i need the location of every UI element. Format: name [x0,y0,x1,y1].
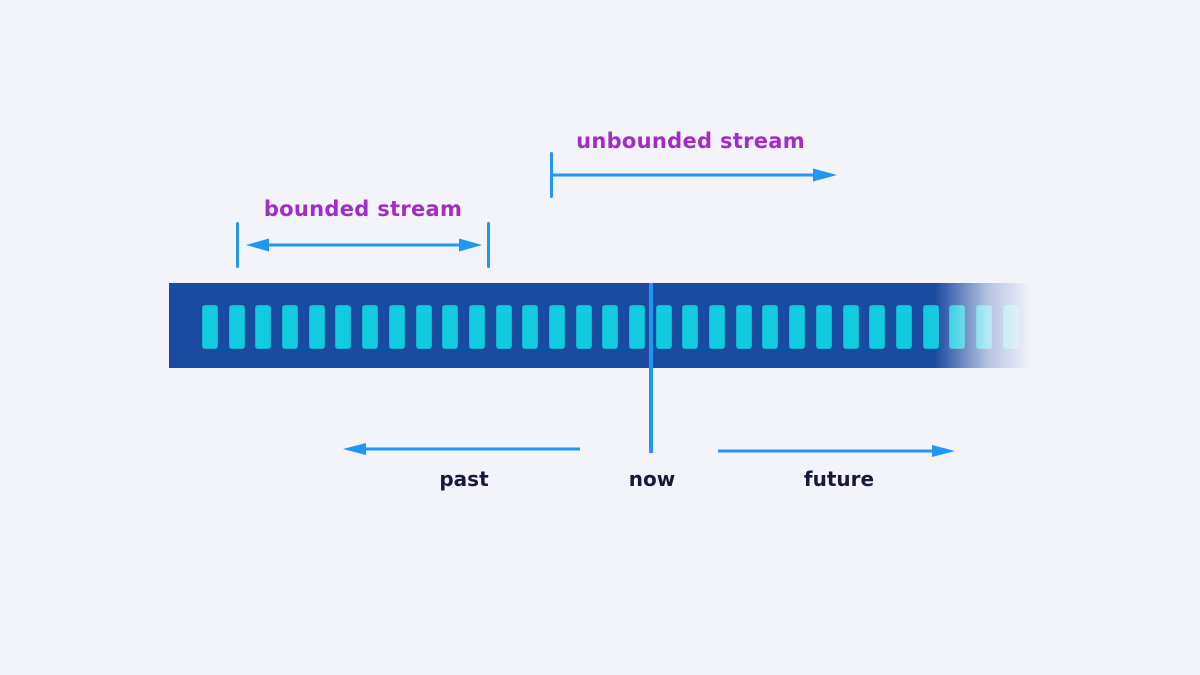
event-block [682,305,699,349]
now-marker-line [649,283,653,453]
now-label: now [628,467,676,491]
unbounded-start-tick [550,152,553,198]
event-block [789,305,806,349]
event-block [602,305,619,349]
event-block [335,305,352,349]
event-block [895,305,912,349]
event-blocks [202,305,1041,349]
event-block [548,305,565,349]
event-block [495,305,512,349]
unbounded-right-arrow-icon [553,168,837,182]
event-block [522,305,539,349]
event-block [388,305,405,349]
event-block [442,305,459,349]
stream-bar [169,283,1041,368]
event-block [815,305,832,349]
future-right-arrow-icon [718,445,955,457]
past-label: past [439,467,489,491]
event-block [202,305,218,349]
event-block [362,305,379,349]
unbounded-stream-label: unbounded stream [576,129,805,153]
bounded-range-right-tick [487,222,490,268]
future-label: future [803,467,875,491]
event-block [629,305,645,349]
event-block [228,305,245,349]
event-block [842,305,859,349]
event-block [468,305,485,349]
event-block [308,305,325,349]
event-block [762,305,779,349]
event-block [255,305,272,349]
bounded-stream-label: bounded stream [263,197,463,221]
past-left-arrow-icon [343,443,580,455]
stream-fade-out [935,279,1047,372]
event-block [575,305,592,349]
bounded-range-double-arrow-icon [246,238,482,252]
event-block [655,305,672,349]
event-block [735,305,752,349]
event-block [415,305,432,349]
event-block [282,305,299,349]
bounded-range-left-tick [236,222,239,268]
event-block [709,305,726,349]
event-block [869,305,886,349]
